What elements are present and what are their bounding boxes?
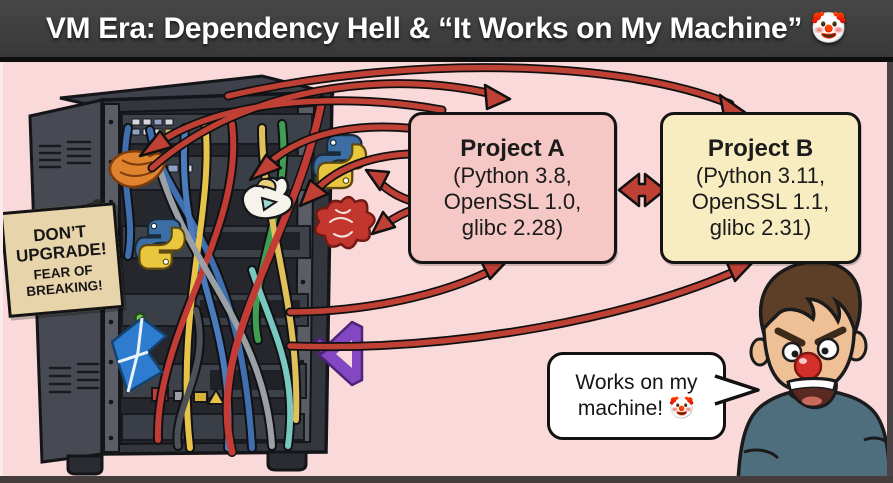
tongue <box>802 396 822 406</box>
package-icon <box>313 195 376 250</box>
dont-upgrade-sign: DON’T UPGRADE! FEAR OF BREAKING! <box>0 202 125 318</box>
teeth <box>788 378 836 391</box>
project-a-dep3: glibc 2.28) <box>461 214 564 240</box>
conflict-double-arrow <box>617 172 667 208</box>
speech-bubble: Works on my machine! 🤡 <box>547 352 726 440</box>
project-b-dep2: OpenSSL 1.1, <box>691 188 830 214</box>
project-a-dep2: OpenSSL 1.0, <box>443 188 582 214</box>
dependency-arrows <box>138 63 754 352</box>
speech-bubble-text: Works on my machine! 🤡 <box>575 370 698 420</box>
project-a-dep1: (Python 3.8, <box>453 162 572 188</box>
project-a-box: Project A (Python 3.8, OpenSSL 1.0, glib… <box>408 112 617 264</box>
sign-line-2: FEAR OF BREAKING! <box>25 262 104 299</box>
dove-icon <box>241 176 294 220</box>
cloth-folds <box>119 159 153 177</box>
project-b-box: Project B (Python 3.11, OpenSSL 1.1, gli… <box>660 112 861 264</box>
origami-icon <box>110 316 168 394</box>
project-b-dep1: (Python 3.11, <box>695 162 826 188</box>
title-bar: VM Era: Dependency Hell & “It Works on M… <box>0 0 893 62</box>
project-a-name: Project A <box>460 135 565 163</box>
angry-developer <box>736 259 892 483</box>
warning-triangle-icon <box>206 387 226 405</box>
arrow-heads <box>138 83 754 283</box>
speech-bubble-tail <box>714 374 760 406</box>
right-edge <box>887 62 893 483</box>
vent-slits <box>38 140 100 394</box>
left-edge <box>0 62 3 483</box>
right-eye <box>816 337 840 361</box>
project-b-dep3: glibc 2.31) <box>709 214 812 240</box>
clown-nose <box>793 351 823 381</box>
project-b-name: Project B <box>707 135 814 163</box>
rack-feet <box>66 450 308 476</box>
sign-line-1: DON’T UPGRADE! <box>15 221 108 266</box>
page-title: VM Era: Dependency Hell & “It Works on M… <box>45 12 848 45</box>
bottom-edge <box>0 476 893 483</box>
